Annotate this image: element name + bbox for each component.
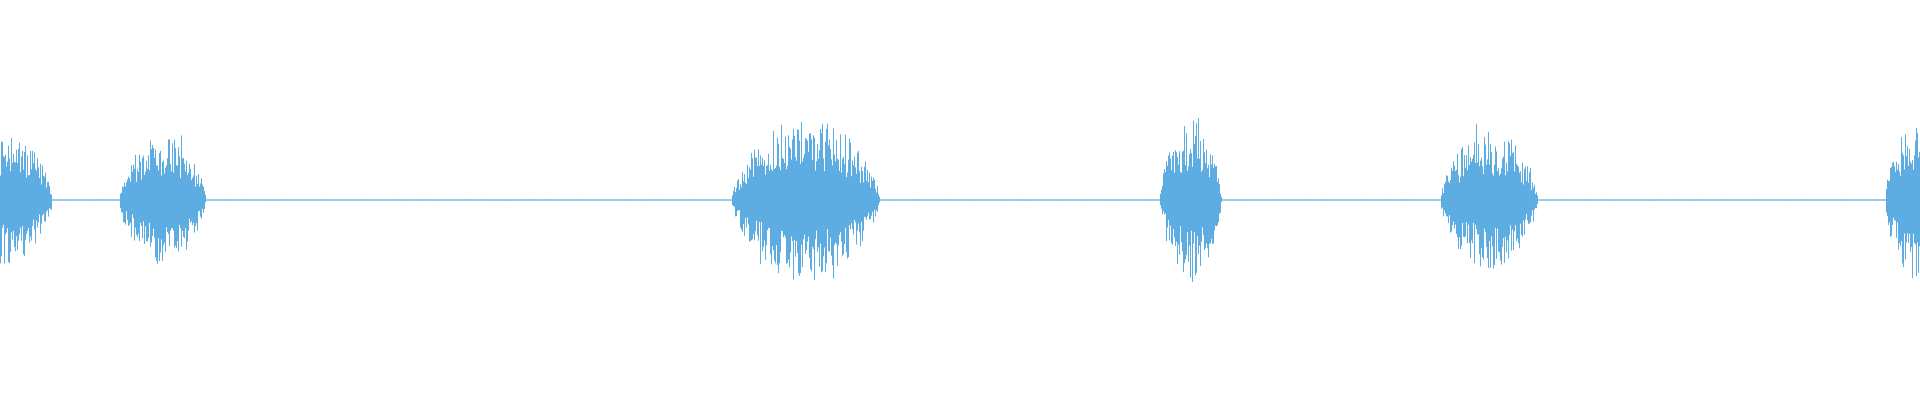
waveform-samples (0, 118, 1920, 282)
waveform-sample-path (0, 118, 1920, 282)
